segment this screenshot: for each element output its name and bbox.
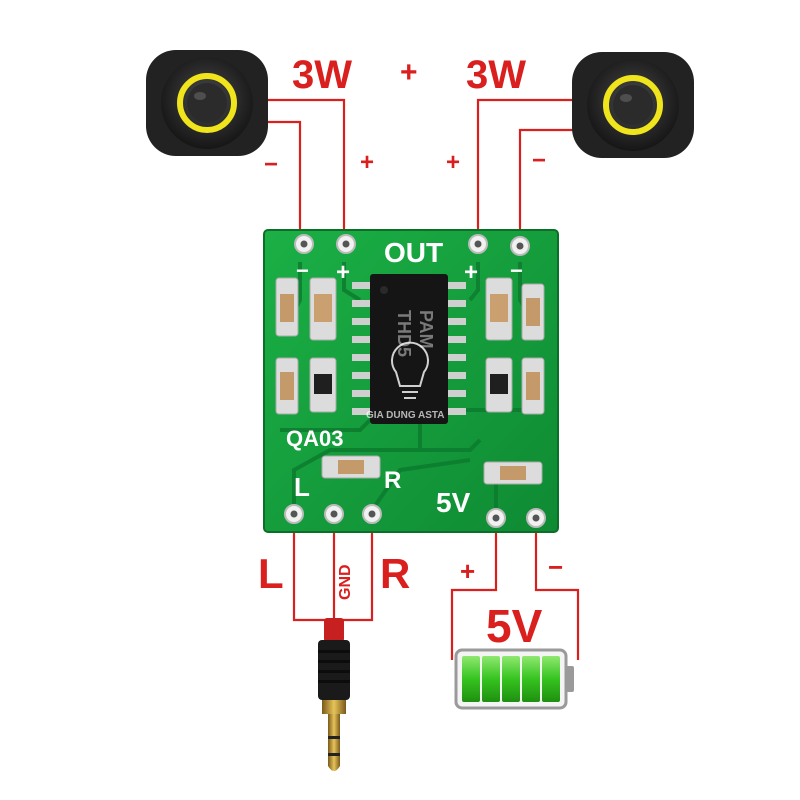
watermark-text: GIA DUNG ASTA (366, 410, 445, 421)
jack-sleeve (328, 714, 340, 736)
speaker-right (572, 52, 694, 158)
speaker-icon (613, 85, 653, 125)
wire-input-l (292, 520, 330, 622)
board-l-label: L (294, 472, 310, 502)
right-speaker-plus-label: + (446, 149, 460, 176)
chip-pins-right (446, 282, 466, 415)
right-speaker-power-label: 3W (466, 53, 526, 97)
board-out-label: OUT (384, 237, 443, 268)
battery-minus-label: − (548, 552, 563, 582)
speaker-left (146, 50, 268, 156)
speaker-right-ring (603, 75, 663, 135)
wires (222, 98, 600, 660)
wire-left-speaker-plus (262, 98, 346, 240)
speaker-left-ring (177, 73, 237, 133)
board-right-minus-label: − (510, 258, 523, 283)
input-r-label: R (380, 550, 410, 597)
left-speaker-plus-label: + (360, 149, 374, 176)
lightbulb-icon (391, 341, 429, 399)
smd-components (275, 277, 545, 485)
jack-collar (322, 700, 346, 714)
wire-input-r (338, 520, 374, 622)
chip-pins-left (352, 282, 372, 415)
jack-cable (324, 618, 344, 642)
board-model-label: QA03 (286, 426, 343, 451)
speaker-icon (187, 83, 227, 123)
ic-chip-icon (370, 274, 448, 424)
wire-battery-minus (534, 520, 580, 660)
left-speaker-power-label: 3W (292, 53, 352, 97)
watermark: GIA DUNG ASTA (366, 341, 445, 421)
board-left-minus-label: − (296, 258, 309, 283)
input-gnd-label: GND (337, 564, 354, 600)
board-pads (284, 234, 546, 528)
input-l-label: L (258, 550, 284, 597)
battery-voltage-label: 5V (486, 600, 543, 652)
board-left-plus-label: + (336, 259, 350, 286)
power-join-label: + (400, 56, 418, 89)
battery-terminal (566, 666, 574, 692)
board-right-plus-label: + (464, 259, 478, 286)
left-speaker-minus-label: − (264, 151, 278, 178)
audio-jack-icon (318, 618, 350, 771)
chip-marking-line2: THD5 (394, 310, 414, 357)
wire-right-speaker-minus (518, 128, 580, 242)
wire-right-speaker-plus (476, 98, 600, 240)
board-r-label: R (384, 467, 401, 494)
battery-plus-label: + (460, 556, 475, 586)
jack-tip (328, 756, 340, 771)
jack-ring (328, 739, 340, 753)
battery-cells (462, 656, 560, 702)
chip-marking-line1: PAM (416, 310, 436, 349)
battery-icon (454, 648, 574, 710)
wire-battery-plus (450, 520, 498, 660)
amplifier-board: PAM THD5 GIA DUNG ASTA OUT − + + − QA03 … (263, 229, 559, 533)
right-speaker-minus-label: − (532, 147, 546, 174)
board-5v-label: 5V (436, 487, 471, 518)
